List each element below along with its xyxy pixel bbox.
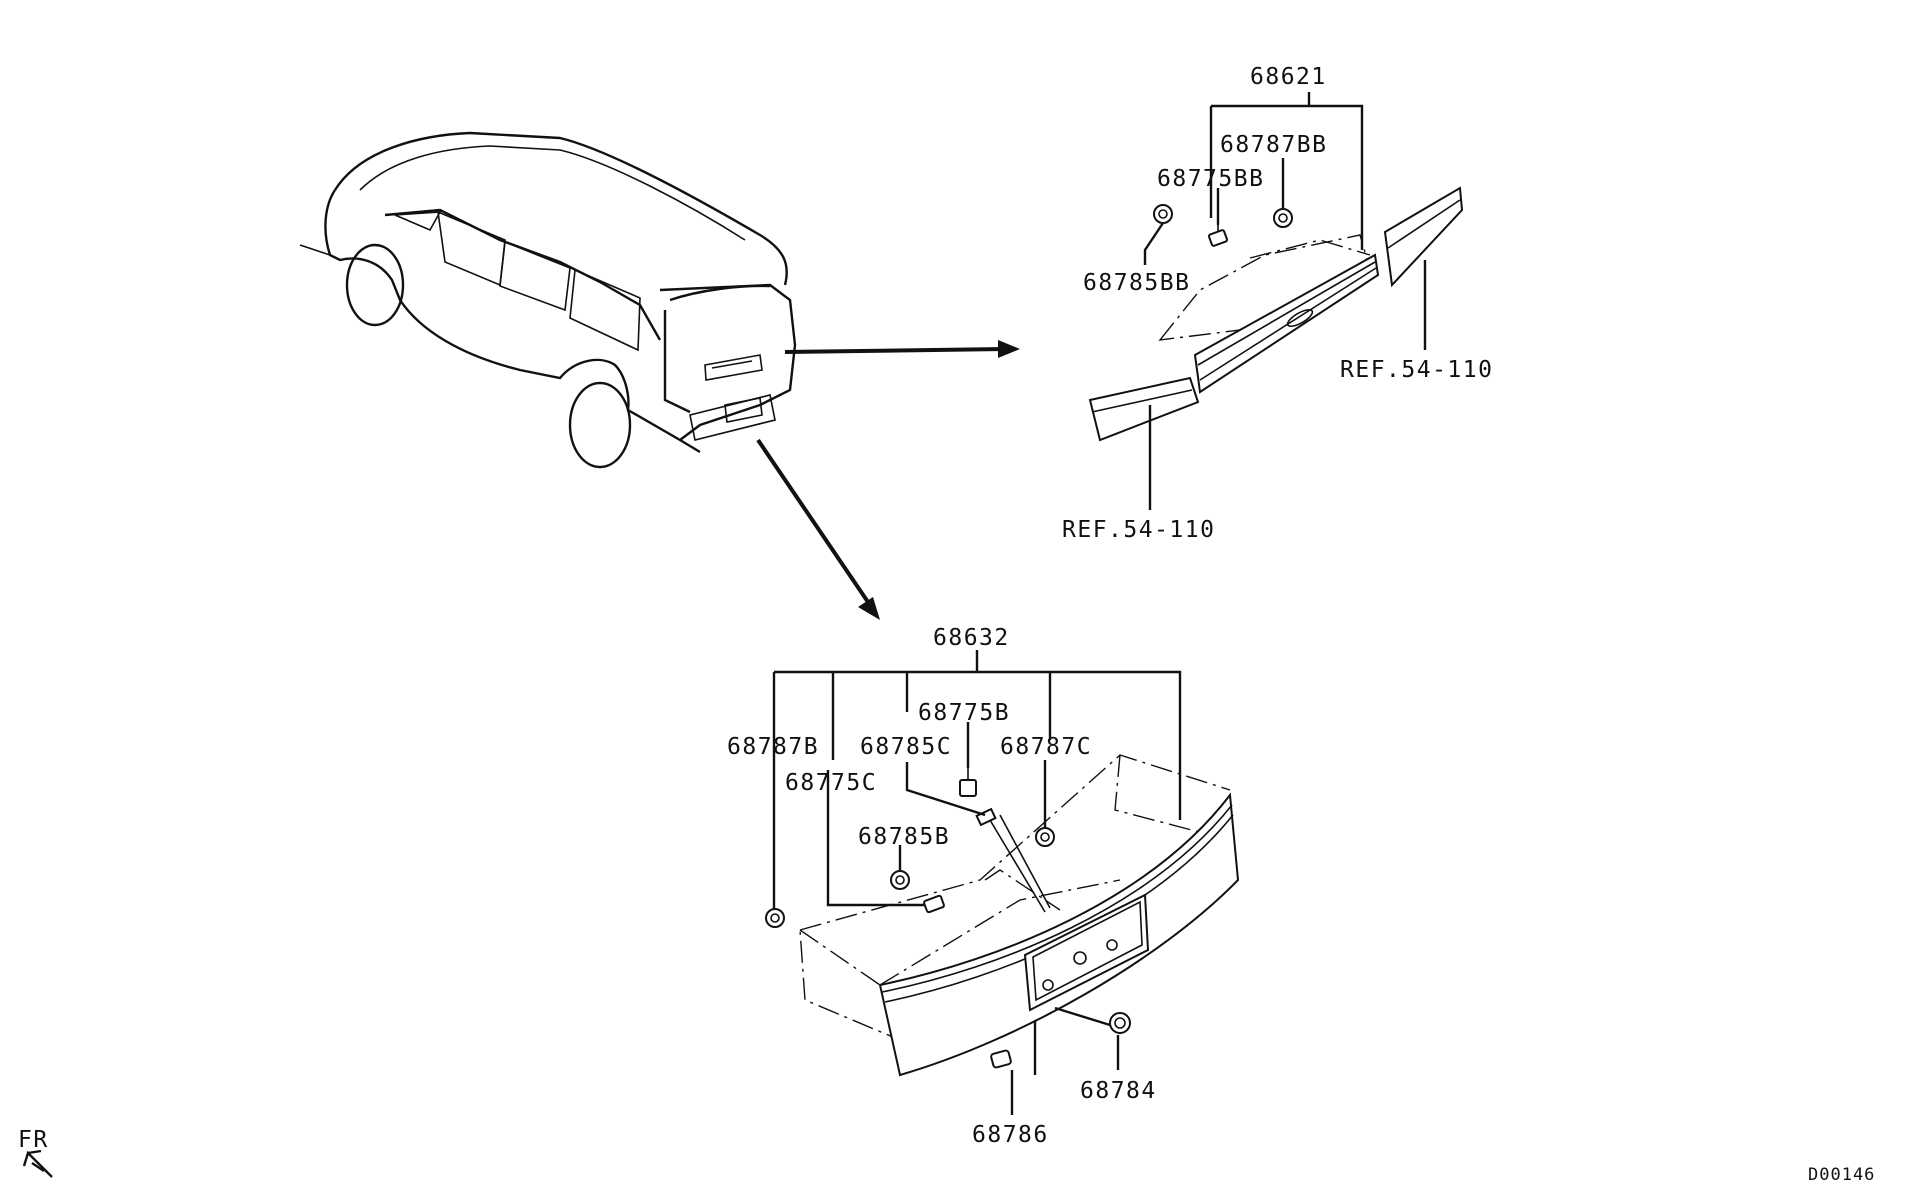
label-68785B: 68785B [858, 824, 950, 850]
arrow-head-right-icon [998, 340, 1020, 358]
clip-68787C-icon [1035, 827, 1055, 847]
label-68786: 68786 [972, 1122, 1049, 1148]
label-ref-left: REF.54-110 [1062, 517, 1215, 543]
arrow-head-down-icon [858, 597, 880, 620]
label-68621: 68621 [1250, 64, 1327, 90]
label-68785C: 68785C [860, 734, 952, 760]
bolt-68784-icon [1109, 1012, 1131, 1034]
label-68787BB: 68787BB [1220, 132, 1327, 158]
label-68787B: 68787B [727, 734, 819, 760]
pointer-arrows [756, 340, 1020, 620]
clip-68785BB-icon [1153, 204, 1173, 224]
label-ref-right: REF.54-110 [1340, 357, 1493, 383]
front-marker-label: FR [18, 1127, 49, 1153]
label-68775C: 68775C [785, 770, 877, 796]
clip-68787B-icon [765, 908, 785, 928]
label-68775B: 68775B [918, 700, 1010, 726]
bottom-bumper-garnish-assembly [765, 650, 1240, 1115]
clip-68787BB-icon [1273, 208, 1293, 228]
clip-68786-icon [990, 1049, 1012, 1069]
label-68784: 68784 [1080, 1078, 1157, 1104]
front-direction-arrow-icon [22, 1149, 53, 1178]
label-68632: 68632 [933, 625, 1010, 651]
clip-68775B-icon [959, 768, 977, 797]
clip-68785C-icon [975, 807, 997, 827]
clip-68775C-icon [923, 894, 945, 914]
diagram-code: D00146 [1808, 1165, 1875, 1185]
label-68775BB: 68775BB [1157, 166, 1264, 192]
part-labels: 68621 68787BB 68775BB 68785BB REF.54-110… [18, 64, 1875, 1185]
clip-68785B-icon [890, 870, 910, 890]
clip-68775BB-icon [1207, 225, 1229, 247]
vehicle-illustration [299, 131, 797, 469]
top-garnish-assembly [1088, 92, 1464, 510]
label-68785BB: 68785BB [1083, 270, 1190, 296]
label-68787C: 68787C [1000, 734, 1092, 760]
